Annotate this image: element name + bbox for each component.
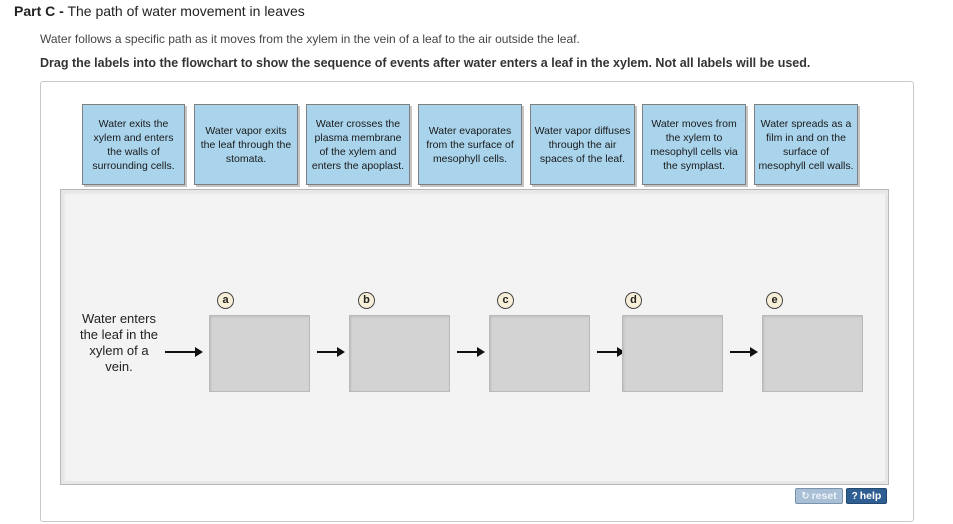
draggable-label-5[interactable]: Water vapor diffuses through the air spa…	[530, 104, 635, 185]
draggable-label-6[interactable]: Water moves from the xylem to mesophyll …	[642, 104, 746, 185]
help-button[interactable]: ? help	[846, 488, 887, 504]
part-label: Part C -	[14, 3, 64, 19]
help-label: help	[859, 490, 882, 502]
draggable-label-2[interactable]: Water vapor exits the leaf through the s…	[194, 104, 298, 185]
intro-text: Water follows a specific path as it move…	[40, 32, 580, 46]
step-badge-e: e	[766, 292, 783, 309]
draggable-label-3[interactable]: Water crosses the plasma membrane of the…	[306, 104, 410, 185]
flowchart-area	[60, 189, 889, 485]
step-badge-c: c	[497, 292, 514, 309]
step-badge-a: a	[217, 292, 234, 309]
draggable-label-4[interactable]: Water evaporates from the surface of mes…	[418, 104, 522, 185]
arrow-right-icon	[597, 345, 625, 359]
drop-target-a[interactable]	[209, 315, 310, 392]
refresh-icon: ↻	[801, 490, 810, 502]
arrow-right-icon	[457, 345, 485, 359]
part-header: Part C - The path of water movement in l…	[14, 3, 305, 19]
instruction-text: Drag the labels into the flowchart to sh…	[40, 56, 811, 70]
draggable-label-1[interactable]: Water exits the xylem and enters the wal…	[82, 104, 185, 185]
arrow-right-icon	[165, 345, 203, 359]
drop-target-c[interactable]	[489, 315, 590, 392]
drop-target-d[interactable]	[622, 315, 723, 392]
reset-button[interactable]: ↻ reset	[795, 488, 843, 504]
step-badge-d: d	[625, 292, 642, 309]
arrow-right-icon	[317, 345, 345, 359]
arrow-right-icon	[730, 345, 758, 359]
drop-target-b[interactable]	[349, 315, 450, 392]
flowchart-start-text: Water enters the leaf in the xylem of a …	[79, 311, 159, 374]
part-title: The path of water movement in leaves	[67, 3, 305, 19]
question-icon: ?	[851, 490, 858, 502]
draggable-label-7[interactable]: Water spreads as a film in and on the su…	[754, 104, 858, 185]
reset-label: reset	[811, 490, 837, 502]
drop-target-e[interactable]	[762, 315, 863, 392]
step-badge-b: b	[358, 292, 375, 309]
